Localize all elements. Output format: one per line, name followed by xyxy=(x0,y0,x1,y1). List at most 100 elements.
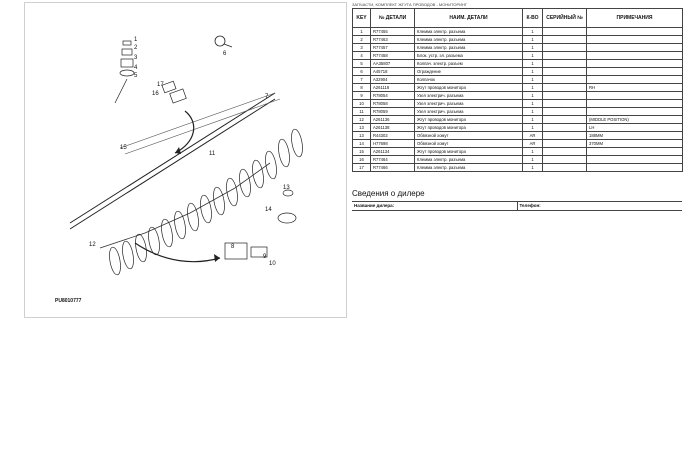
cell-serial xyxy=(542,147,587,156)
cell-notes: 188MM xyxy=(586,131,683,140)
cell-serial xyxy=(542,59,587,68)
cell-quantity: 1 xyxy=(522,67,543,76)
col-key: KEY xyxy=(352,8,371,28)
cell-part-number: R44302 xyxy=(370,131,415,140)
callout-12: 12 xyxy=(89,242,96,248)
cell-key: 16 xyxy=(352,155,371,164)
cell-key: 7 xyxy=(352,75,371,84)
cell-serial xyxy=(542,35,587,44)
cell-quantity: 1 xyxy=(522,107,543,116)
cell-serial xyxy=(542,83,587,92)
cell-key: 3 xyxy=(352,43,371,52)
parts-table: KEY № ДЕТАЛИ НАИМ. ДЕТАЛИ К-ВО СЕРИЙНЫЙ … xyxy=(352,8,683,172)
cell-notes xyxy=(586,35,683,44)
cell-serial xyxy=(542,99,587,108)
cell-quantity: 1 xyxy=(522,51,543,60)
cell-notes xyxy=(586,147,683,156)
callout-7: 7 xyxy=(265,94,269,100)
cell-serial xyxy=(542,43,587,52)
cell-part-number: A261138 xyxy=(370,123,415,132)
cell-part-name: Клемма электр. разъема xyxy=(414,163,523,172)
cell-key: 13 xyxy=(352,123,371,132)
cell-part-number: R77466 xyxy=(370,163,415,172)
cell-quantity: 1 xyxy=(522,123,543,132)
cell-notes xyxy=(586,91,683,100)
cell-notes xyxy=(586,75,683,84)
cell-key: 11 xyxy=(352,107,371,116)
cell-part-number: R77458 xyxy=(370,51,415,60)
cell-notes xyxy=(586,59,683,68)
cell-part-number: A261136 xyxy=(370,115,415,124)
cell-part-name: Жгут проводов монитора xyxy=(414,115,523,124)
cell-notes xyxy=(586,99,683,108)
cell-key: 13 xyxy=(352,131,371,140)
callout-2: 2 xyxy=(134,45,138,51)
cell-part-number: H77698 xyxy=(370,139,415,148)
cell-key: 14 xyxy=(352,139,371,148)
cell-part-number: A32904 xyxy=(370,75,415,84)
cell-part-number: R77457 xyxy=(370,43,415,52)
dealer-name-label: Название дилера: xyxy=(354,203,395,208)
cell-part-name: Колпачок xyxy=(414,75,523,84)
cell-notes xyxy=(586,51,683,60)
callout-1: 1 xyxy=(134,37,138,43)
callout-13: 13 xyxy=(283,185,290,191)
cell-notes xyxy=(586,163,683,172)
cell-part-number: R77463 xyxy=(370,35,415,44)
cell-notes xyxy=(586,107,683,116)
dealer-phone-label: Телефон: xyxy=(516,202,683,210)
cell-part-name: Жгут проводов монитора xyxy=(414,123,523,132)
cell-part-number: AA35807 xyxy=(370,59,415,68)
cell-serial xyxy=(542,75,587,84)
cell-part-name: Обвязной хомут xyxy=(414,131,523,140)
cell-quantity: 1 xyxy=(522,59,543,68)
callout-11: 11 xyxy=(209,151,216,157)
cell-serial xyxy=(542,67,587,76)
cell-part-name: Узел электрич. разъема xyxy=(414,107,523,116)
exploded-parts-diagram: 1 12 2 3 4 5 6 7 8 9 10 11 13 14 15 16 1… xyxy=(24,2,347,318)
cell-serial xyxy=(542,115,587,124)
cell-part-name: Блок. устр. эл. разъема xyxy=(414,51,523,60)
diagram-drawing: 1 12 2 3 4 5 6 7 8 9 10 11 13 14 15 16 1… xyxy=(69,35,303,276)
cell-quantity: 1 xyxy=(522,43,543,52)
cell-serial xyxy=(542,91,587,100)
cell-quantity: 1 xyxy=(522,115,543,124)
callout-15: 15 xyxy=(120,145,127,151)
cell-quantity: 1 xyxy=(522,27,543,36)
callout-16: 16 xyxy=(152,91,159,97)
parts-caption: ЗАПЧАСТИ, КОМПЛЕКТ ЖГУТА ПРОВОДОВ - МОНИ… xyxy=(352,2,468,7)
cell-part-name: Жгут проводов монитора xyxy=(414,83,523,92)
cell-notes xyxy=(586,27,683,36)
cell-quantity: 1 xyxy=(522,91,543,100)
cell-part-name: Клемма электр. разъема xyxy=(414,35,523,44)
cell-serial xyxy=(542,51,587,60)
cell-key: 4 xyxy=(352,51,371,60)
cell-notes xyxy=(586,43,683,52)
cell-quantity: AR xyxy=(522,131,543,140)
cell-quantity: 1 xyxy=(522,155,543,164)
cell-quantity: 1 xyxy=(522,163,543,172)
cell-part-number: R77455 xyxy=(370,27,415,36)
cell-part-number: A261118 xyxy=(370,83,415,92)
callout-3: 3 xyxy=(134,55,138,61)
cell-key: 15 xyxy=(352,147,371,156)
cell-part-name: Клемма электр. разъема xyxy=(414,155,523,164)
cell-key: 10 xyxy=(352,99,371,108)
cell-part-name: Обвязной хомут xyxy=(414,139,523,148)
cell-notes: (MIDDLE POSITION) xyxy=(586,115,683,124)
col-notes: ПРИМЕЧАНИЯ xyxy=(586,8,683,28)
cell-part-name: Клемма электр. разъема xyxy=(414,43,523,52)
cell-quantity: 1 xyxy=(522,83,543,92)
